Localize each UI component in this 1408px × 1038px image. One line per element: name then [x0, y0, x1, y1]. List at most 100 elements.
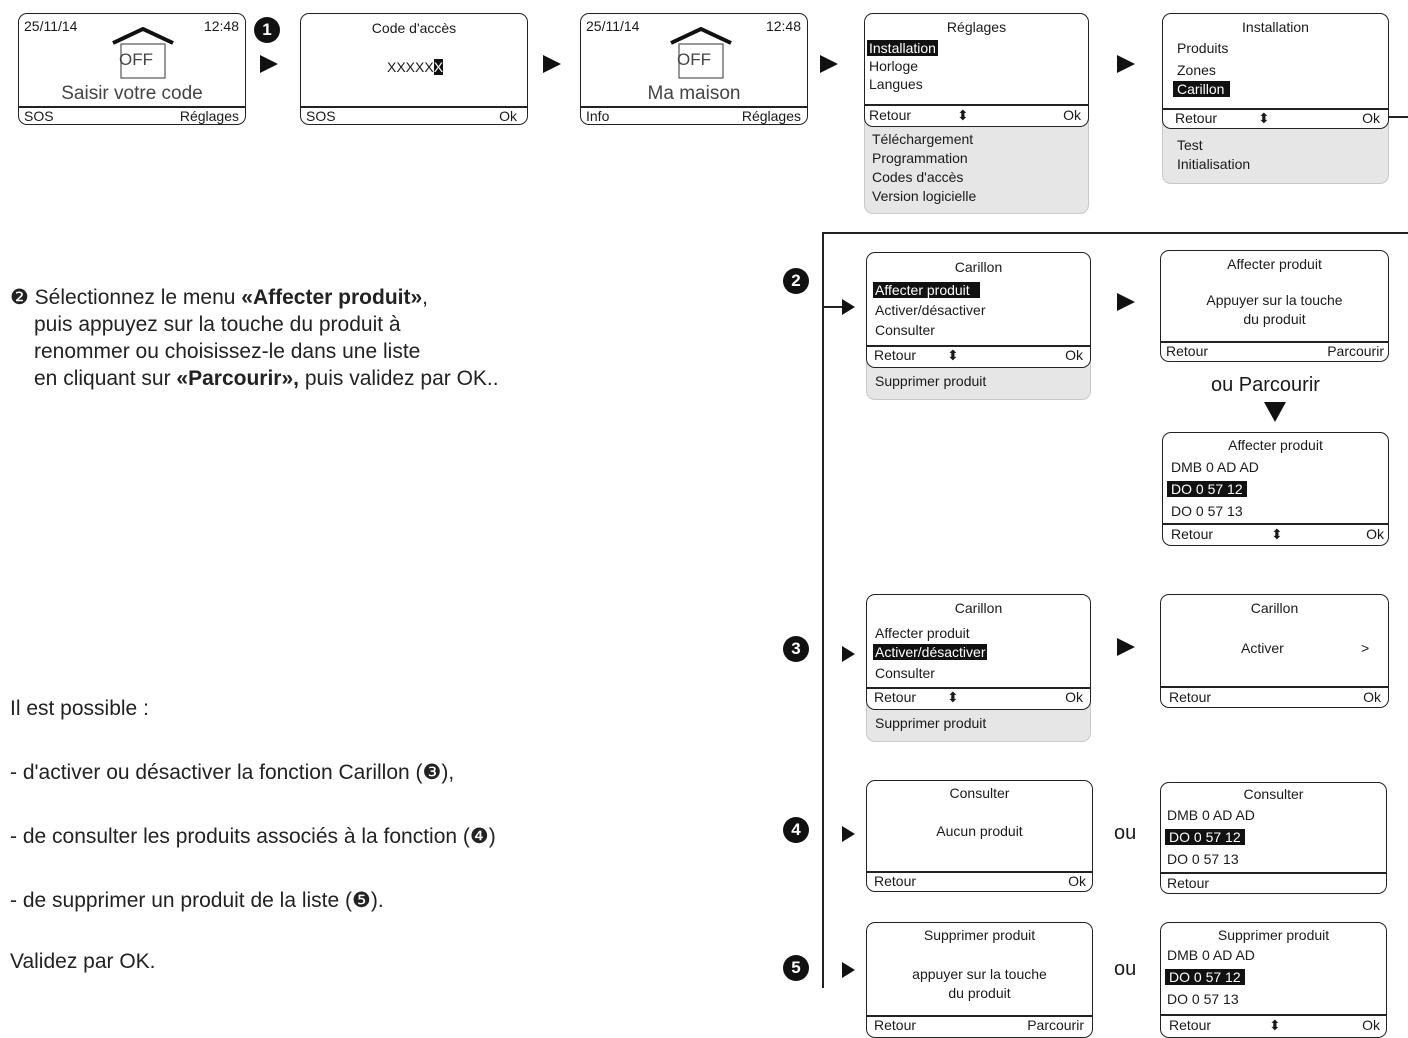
chevron-right-icon[interactable]: > [1361, 640, 1370, 656]
screen-title: Carillon [954, 259, 1003, 275]
installation-more-items: Test Initialisation [1162, 120, 1389, 184]
empty-message: Aucun produit [936, 823, 1023, 839]
menu-item[interactable]: Consulter [875, 665, 935, 681]
back-softkey[interactable]: Retour [874, 689, 917, 705]
time: 12:48 [765, 18, 801, 34]
instruction-line: appuyer sur la touche [912, 966, 1047, 982]
ok-softkey[interactable]: Ok [1362, 110, 1380, 126]
up-down-icon: ⬍ [1269, 1017, 1281, 1033]
menu-item[interactable]: Activer/désactiver [875, 302, 986, 318]
browse-softkey[interactable]: Parcourir [1027, 1017, 1084, 1033]
list-item-selected[interactable]: DO 0 57 12 [1165, 829, 1245, 845]
info-line: Validez par OK. [10, 950, 156, 973]
ok-softkey[interactable]: Ok [1362, 1017, 1380, 1033]
ok-softkey[interactable]: Ok [1068, 873, 1086, 889]
list-item[interactable]: DO 0 57 13 [1171, 503, 1243, 519]
menu-item[interactable]: Affecter produit [875, 625, 970, 641]
screen-title: Supprimer produit [1217, 927, 1330, 943]
screen-title: Code d'accès [371, 20, 457, 36]
screen-supprimer-list: Supprimer produit DMB 0 AD AD DO 0 57 12… [1160, 922, 1387, 1038]
back-softkey[interactable]: Retour [1175, 110, 1218, 126]
ok-softkey[interactable]: Ok [1065, 347, 1083, 363]
step-3-badge: 3 [783, 636, 809, 662]
menu-item[interactable]: Initialisation [1177, 156, 1251, 172]
browse-softkey[interactable]: Parcourir [1327, 343, 1384, 359]
arrow-down-icon [1264, 402, 1286, 422]
list-item[interactable]: DMB 0 AD AD [1171, 459, 1259, 475]
screen-home: 25/11/14 12:48 OFF Ma maison Info Réglag… [580, 13, 808, 125]
or-label: ou [1114, 958, 1137, 980]
ok-softkey[interactable]: Ok [1366, 526, 1384, 542]
back-softkey[interactable]: Retour [874, 873, 917, 889]
menu-item[interactable]: Produits [1177, 40, 1229, 56]
screen-title: Installation [1242, 19, 1309, 35]
menu-item[interactable]: Test [1177, 137, 1203, 153]
back-softkey[interactable]: Retour [1167, 875, 1210, 891]
menu-item[interactable]: Supprimer produit [875, 715, 987, 731]
step-5-badge: 5 [783, 955, 809, 981]
back-softkey[interactable]: Retour [1169, 689, 1212, 705]
back-softkey[interactable]: Retour [874, 347, 917, 363]
screen-title: Réglages [946, 19, 1007, 35]
instruction-line: du produit [948, 985, 1011, 1001]
arrow-right-icon [543, 55, 561, 73]
menu-item-selected[interactable]: Activer/désactiver [873, 644, 988, 660]
date: 25/11/14 [586, 18, 640, 34]
instruction-line: du produit [1243, 311, 1306, 327]
list-item-selected[interactable]: DO 0 57 12 [1165, 969, 1245, 985]
screen-title: Supprimer produit [923, 927, 1036, 943]
screen-home-code: 25/11/14 12:48 OFF Saisir votre code SOS… [18, 13, 246, 125]
carillon-more-items: Supprimer produit [866, 704, 1091, 742]
screen-carillon-activer: Carillon Activer > Retour Ok [1160, 594, 1389, 708]
list-item[interactable]: DO 0 57 13 [1167, 851, 1239, 867]
sos-softkey[interactable]: SOS [306, 108, 336, 124]
list-item[interactable]: DMB 0 AD AD [1167, 807, 1255, 823]
info-softkey[interactable]: Info [586, 108, 610, 124]
info-line: Il est possible : [10, 697, 149, 720]
settings-softkey[interactable]: Réglages [179, 108, 239, 124]
settings-softkey[interactable]: Réglages [741, 108, 801, 124]
menu-item-selected[interactable]: Installation [867, 40, 938, 56]
screen-affecter: Affecter produit Appuyer sur la touche d… [1160, 250, 1389, 362]
connector-line [1389, 116, 1408, 118]
info-line: - d'activer ou désactiver la fonction Ca… [10, 761, 455, 784]
connector-line [822, 306, 842, 308]
back-softkey[interactable]: Retour [1169, 1017, 1212, 1033]
back-softkey[interactable]: Retour [869, 107, 912, 123]
menu-item[interactable]: Supprimer produit [875, 373, 987, 389]
ok-softkey[interactable]: Ok [1363, 689, 1381, 705]
screen-title: Affecter produit [1228, 437, 1323, 453]
ok-softkey[interactable]: Ok [499, 108, 517, 124]
menu-item-selected[interactable]: Affecter produit [873, 282, 980, 298]
option-value[interactable]: Activer [1241, 640, 1284, 656]
menu-item[interactable]: Codes d'accès [872, 169, 964, 185]
list-item[interactable]: DMB 0 AD AD [1167, 947, 1255, 963]
arrow-right-icon [842, 826, 855, 842]
back-softkey[interactable]: Retour [1171, 526, 1214, 542]
menu-item[interactable]: Programmation [872, 150, 968, 166]
list-item[interactable]: DO 0 57 13 [1167, 991, 1239, 1007]
menu-item[interactable]: Version logicielle [872, 188, 977, 204]
menu-item[interactable]: Langues [869, 76, 923, 92]
cursor: X [433, 59, 444, 75]
back-softkey[interactable]: Retour [874, 1017, 917, 1033]
screen-title: Carillon [1250, 600, 1299, 616]
arrow-right-icon [1117, 55, 1135, 73]
house-icon [670, 27, 732, 79]
time: 12:48 [203, 18, 239, 34]
menu-item[interactable]: Téléchargement [872, 131, 974, 147]
menu-item[interactable]: Consulter [875, 322, 935, 338]
sos-softkey[interactable]: SOS [24, 108, 54, 124]
back-softkey[interactable]: Retour [1166, 343, 1209, 359]
up-down-icon: ⬍ [947, 689, 959, 705]
screen-supprimer: Supprimer produit appuyer sur la touche … [866, 922, 1093, 1038]
menu-item[interactable]: Horloge [869, 58, 919, 74]
menu-item-selected[interactable]: Carillon [1173, 81, 1231, 97]
screen-carillon-menu: Carillon Affecter produit Activer/désact… [866, 252, 1091, 368]
ok-softkey[interactable]: Ok [1063, 107, 1081, 123]
menu-item[interactable]: Zones [1177, 62, 1216, 78]
screen-carillon-menu-activer: Carillon Affecter produit Activer/désact… [866, 594, 1091, 710]
screen-settings: Réglages Installation Horloge Langues Re… [864, 13, 1089, 127]
ok-softkey[interactable]: Ok [1065, 689, 1083, 705]
list-item-selected[interactable]: DO 0 57 12 [1167, 481, 1247, 497]
